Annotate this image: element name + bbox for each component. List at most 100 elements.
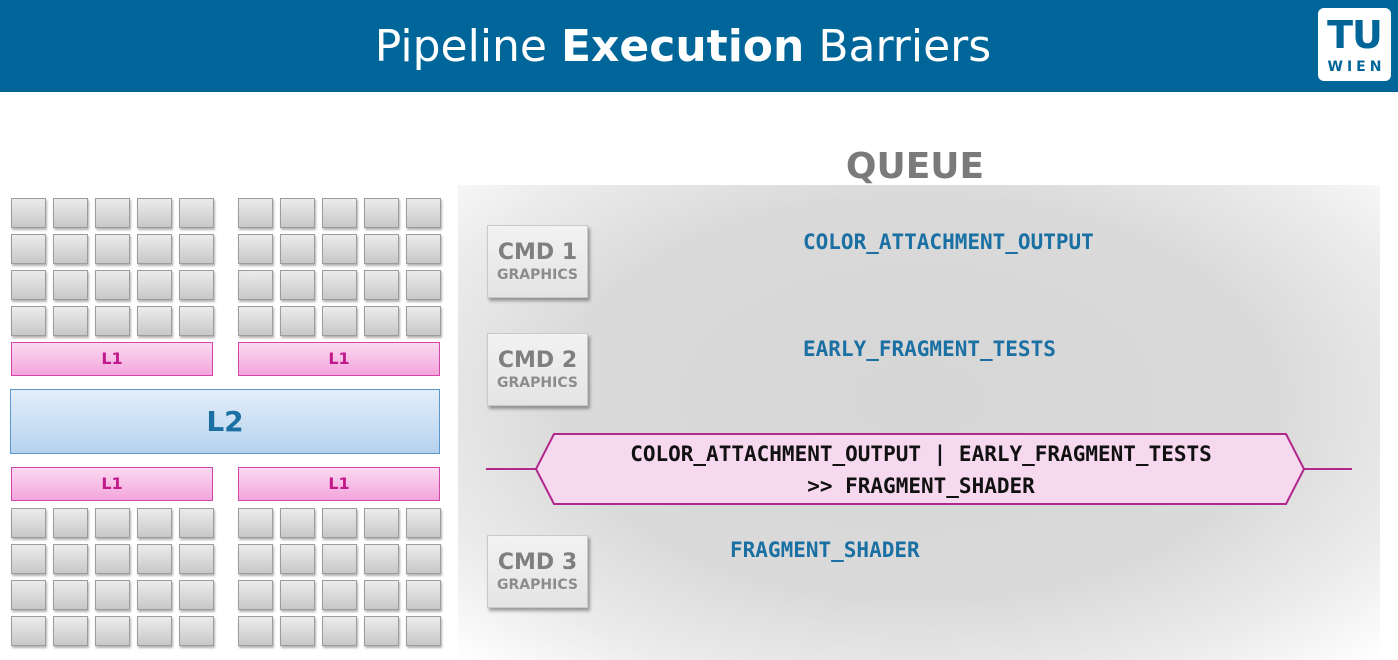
gpu-core [179, 234, 214, 264]
queue-area [458, 185, 1380, 660]
gpu-core [95, 306, 130, 336]
gpu-core [179, 270, 214, 300]
gpu-core [322, 270, 357, 300]
gpu-core [11, 544, 46, 574]
gpu-core [238, 508, 273, 538]
cmd-1-label: CMD 1 [497, 240, 578, 265]
gpu-core [11, 270, 46, 300]
barrier-line-1: COLOR_ATTACHMENT_OUTPUT | EARLY_FRAGMENT… [630, 442, 1212, 466]
gpu-core [238, 616, 273, 646]
gpu-core [179, 616, 214, 646]
gpu-core [137, 234, 172, 264]
gpu-core [137, 198, 172, 228]
gpu-core [238, 306, 273, 336]
gpu-core [95, 198, 130, 228]
gpu-core [406, 306, 441, 336]
cmd-2-stage: EARLY_FRAGMENT_TESTS [803, 337, 1056, 361]
gpu-core [280, 616, 315, 646]
cmd-2-label: CMD 2 [497, 348, 578, 373]
gpu-core [364, 198, 399, 228]
gpu-core [179, 198, 214, 228]
gpu-core [406, 198, 441, 228]
gpu-core [95, 270, 130, 300]
gpu-core [179, 580, 214, 610]
gpu-core [406, 580, 441, 610]
gpu-core [53, 306, 88, 336]
gpu-core [95, 508, 130, 538]
logo-tu-text: TU [1327, 13, 1383, 57]
gpu-core [280, 234, 315, 264]
gpu-core [280, 306, 315, 336]
title-bold-part: Execution [560, 21, 805, 72]
l2-cache: L2 [10, 389, 440, 454]
gpu-core [137, 580, 172, 610]
barrier-line-2: >> FRAGMENT_SHADER [807, 474, 1035, 498]
gpu-core [179, 544, 214, 574]
gpu-core [238, 544, 273, 574]
gpu-core [53, 508, 88, 538]
gpu-core [406, 234, 441, 264]
gpu-core [53, 270, 88, 300]
l1-cache-bottom-right: L1 [238, 467, 440, 501]
gpu-core [280, 544, 315, 574]
gpu-core [137, 306, 172, 336]
gpu-core [179, 306, 214, 336]
gpu-core [364, 544, 399, 574]
barrier-label: COLOR_ATTACHMENT_OUTPUT | EARLY_FRAGMENT… [540, 438, 1302, 502]
gpu-core [364, 508, 399, 538]
l1-cache-bottom-left: L1 [11, 467, 213, 501]
gpu-core [238, 234, 273, 264]
gpu-core [11, 616, 46, 646]
title-part-1: Pipeline [374, 21, 561, 72]
gpu-core [11, 580, 46, 610]
gpu-core [53, 544, 88, 574]
gpu-core [280, 508, 315, 538]
gpu-core [406, 270, 441, 300]
gpu-core [53, 616, 88, 646]
cmd-3-label: CMD 3 [497, 550, 578, 575]
gpu-core [179, 508, 214, 538]
gpu-core [11, 306, 46, 336]
gpu-core [137, 616, 172, 646]
gpu-core [364, 270, 399, 300]
tu-wien-logo: TU WIEN [1318, 8, 1391, 81]
gpu-core [322, 616, 357, 646]
gpu-core [364, 616, 399, 646]
barrier-hexagon [534, 433, 1306, 505]
logo-wien-text: WIEN [1327, 59, 1386, 75]
gpu-core [406, 616, 441, 646]
gpu-core [406, 508, 441, 538]
cmd-1-stage: COLOR_ATTACHMENT_OUTPUT [803, 230, 1094, 254]
gpu-core [238, 580, 273, 610]
l1-cache-top-right: L1 [238, 342, 440, 376]
gpu-core [322, 198, 357, 228]
cmd-2-box: CMD 2 GRAPHICS [487, 333, 588, 406]
gpu-core [95, 544, 130, 574]
gpu-core [406, 544, 441, 574]
gpu-core [137, 544, 172, 574]
cmd-3-stage: FRAGMENT_SHADER [730, 538, 920, 562]
gpu-core [322, 306, 357, 336]
gpu-core [364, 306, 399, 336]
l1-cache-top-left: L1 [11, 342, 213, 376]
gpu-core [53, 234, 88, 264]
gpu-core [322, 544, 357, 574]
queue-label: QUEUE [845, 146, 985, 187]
cmd-1-box: CMD 1 GRAPHICS [487, 225, 588, 298]
gpu-core [11, 508, 46, 538]
gpu-core [53, 580, 88, 610]
gpu-core [95, 616, 130, 646]
gpu-core [322, 234, 357, 264]
gpu-core [238, 198, 273, 228]
cmd-1-type: GRAPHICS [497, 267, 578, 283]
cmd-3-box: CMD 3 GRAPHICS [487, 535, 588, 608]
gpu-core [364, 580, 399, 610]
gpu-core [53, 198, 88, 228]
gpu-core [137, 270, 172, 300]
gpu-core [280, 270, 315, 300]
title-part-2: Barriers [804, 21, 992, 72]
gpu-core [11, 234, 46, 264]
cmd-2-type: GRAPHICS [497, 375, 578, 391]
gpu-core [364, 234, 399, 264]
